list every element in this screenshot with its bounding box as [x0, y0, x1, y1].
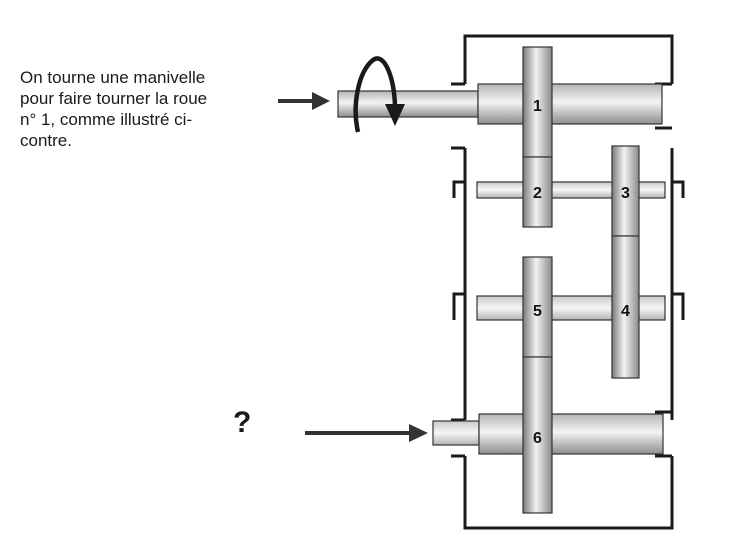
input-arrow-icon	[278, 92, 330, 110]
crank-rotation-icon	[353, 56, 405, 133]
description-line-4: contre.	[20, 131, 72, 150]
bearing-brackets	[451, 82, 685, 458]
description-line-1: On tourne une manivelle	[20, 68, 206, 87]
gear-wheel-3-4	[611, 145, 640, 379]
gear-5-label: 5	[533, 303, 542, 320]
gear-2-label: 2	[533, 185, 542, 202]
shaft-bottom	[432, 413, 664, 455]
output-question-mark: ?	[233, 406, 252, 439]
housing-frame	[463, 34, 674, 530]
output-arrow-icon	[305, 424, 428, 442]
description-line-3: n° 1, comme illustré ci-	[20, 110, 193, 129]
description-line-2: pour faire tourner la roue	[20, 89, 208, 108]
gear-6-label: 6	[533, 430, 542, 447]
crank-description: On tourne une manivelle pour faire tourn…	[20, 67, 270, 151]
gear-1-label: 1	[533, 98, 542, 115]
gear-wheel-5-6	[522, 256, 553, 514]
gear-labels: 1 2 3 4 5 6	[533, 98, 630, 447]
gear-wheel-1-2	[522, 46, 553, 228]
shaft-top	[337, 83, 663, 125]
gear-3-label: 3	[621, 185, 630, 202]
gear-4-label: 4	[621, 303, 630, 320]
